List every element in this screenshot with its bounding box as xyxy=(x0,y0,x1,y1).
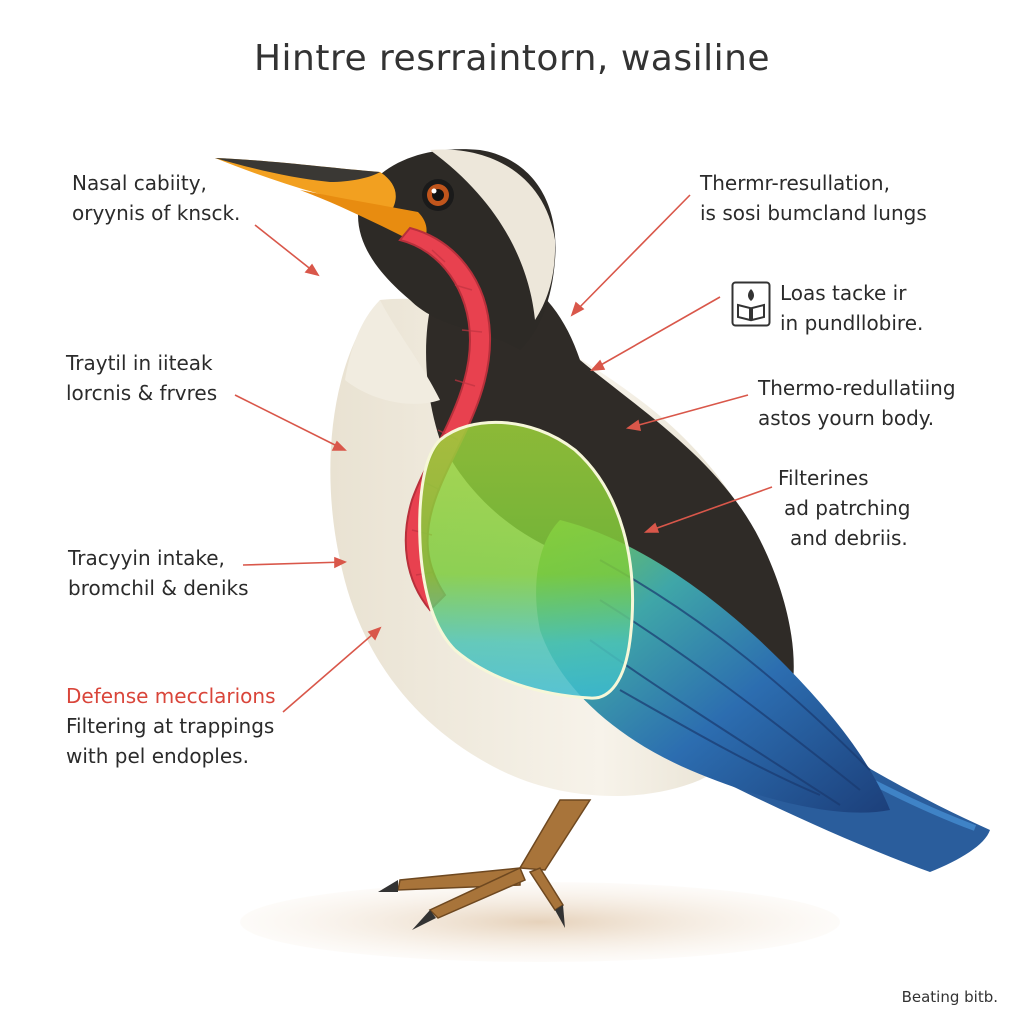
label-line: in pundllobire. xyxy=(780,311,924,335)
label-nasal: Nasal cabiity, oryynis of knsck. xyxy=(72,168,240,228)
label-line: Loas tacke ir xyxy=(780,281,907,305)
eye-glint xyxy=(431,188,437,194)
label-line: Thermr-resullation, xyxy=(700,171,890,195)
label-line: with pel endoples. xyxy=(66,744,249,768)
label-traytil: Traytil in iiteak lorcnis & frvres xyxy=(66,348,217,408)
label-line: lorcnis & frvres xyxy=(66,381,218,405)
label-tracyyin: Tracyyin intake, bromchil & deniks xyxy=(68,543,249,603)
label-line: Filterines xyxy=(778,466,869,490)
label-line: bromchil & deniks xyxy=(68,576,249,600)
ground-shadow xyxy=(240,882,840,962)
lung-highlight xyxy=(418,420,634,700)
label-line: astos yourn body. xyxy=(758,406,935,430)
label-line: Thermo-redullatiing xyxy=(758,376,956,400)
legs xyxy=(397,799,592,919)
footer-caption: Beating bitb. xyxy=(901,988,998,1006)
back-feathers xyxy=(426,260,794,700)
label-line: Tracyyin intake, xyxy=(68,546,225,570)
label-line: is sosi bumcland lungs xyxy=(700,201,927,225)
label-filterines: Filterines ad patrching and debriis. xyxy=(778,463,910,553)
diagram-title: Hintre resrraintorn, wasiline xyxy=(253,38,771,79)
beak-dark xyxy=(215,158,380,182)
label-thermo-top: Thermr-resullation, is sosi bumcland lun… xyxy=(700,168,927,228)
label-line: Traytil in iiteak xyxy=(66,351,213,375)
throat-light xyxy=(345,300,440,404)
label-line: Filtering at trappings xyxy=(66,714,275,738)
claws xyxy=(378,880,565,930)
beak-lower xyxy=(300,190,427,245)
annotation-arrows xyxy=(234,194,773,713)
label-line: Nasal cabiity, xyxy=(72,171,207,195)
label-line: and debriis. xyxy=(790,526,908,550)
label-heading: Defense mecclarions xyxy=(66,684,276,708)
label-line: oryynis of knsck. xyxy=(72,201,241,225)
label-loas: Loas tacke ir in pundllobire. xyxy=(780,278,923,338)
label-defense: Defense mecclarions Filtering at trappin… xyxy=(66,681,276,771)
book-icon xyxy=(731,281,771,327)
label-line: ad patrching xyxy=(784,496,911,520)
label-thermo-mid: Thermo-redullatiing astos yourn body. xyxy=(758,373,956,433)
head-crown-light xyxy=(430,149,556,320)
